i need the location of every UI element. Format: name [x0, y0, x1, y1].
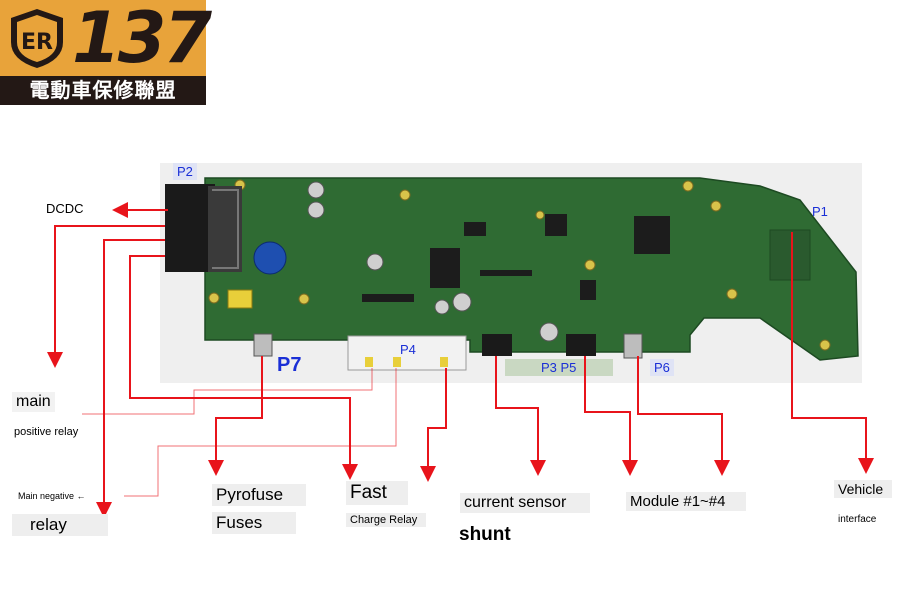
label-vehicle: Vehicle: [834, 480, 892, 498]
p2-connector: [165, 184, 242, 272]
thin-callout-lines: [82, 368, 397, 497]
logo-number: 137: [72, 0, 212, 79]
logo-emblem: ER: [11, 9, 63, 68]
label-fast: Fast: [346, 481, 408, 505]
p1-connector: [769, 229, 811, 281]
arrow-p4-fast: [420, 368, 447, 482]
connector-label-p7: P7: [277, 354, 302, 376]
p5-connector: [566, 334, 596, 356]
label-relay: relay: [12, 514, 108, 536]
arrows: [47, 202, 874, 518]
label-fuses: Fuses: [212, 512, 296, 534]
logo-banner: ER 137: [0, 0, 212, 79]
arrow-p1-vehicle: [791, 232, 874, 474]
logo-subtitle: 電動車保修聯盟: [29, 78, 177, 102]
label-positive-relay: positive relay: [14, 426, 79, 438]
label-main: main: [12, 392, 55, 412]
transformer: [227, 289, 253, 309]
arrow-p5-module: [584, 356, 638, 476]
p7-connector: [253, 333, 273, 357]
ic-chips: [362, 214, 670, 302]
arrow-p6-module: [637, 356, 730, 476]
pcb-board: [204, 177, 859, 361]
label-shunt: shunt: [459, 524, 511, 545]
arrow-main-positive: [47, 225, 165, 368]
label-charge-relay: Charge Relay: [346, 513, 426, 527]
connector-label-p6: P6: [650, 359, 674, 376]
label-current-sensor: current sensor: [460, 493, 590, 513]
label-main-negative: Main negative ←: [18, 491, 86, 501]
p6-connector: [623, 333, 643, 359]
label-pyrofuse: Pyrofuse: [212, 484, 306, 506]
connector-label-p1: P1: [812, 204, 828, 219]
p4-connector: [347, 335, 467, 371]
connector-label-p2: P2: [173, 163, 197, 180]
capacitors: [253, 181, 559, 342]
connector-label-p3p5: P3 P5: [541, 360, 577, 375]
mounting-holes: [208, 179, 831, 351]
label-dcdc: DCDC: [46, 201, 84, 216]
label-module: Module #1~#4: [626, 492, 746, 511]
arrow-main-negative-relay: [96, 239, 165, 518]
svg-text:ER: ER: [21, 30, 53, 55]
arrow-pyrofuse-wire: [129, 255, 358, 480]
label-interface: interface: [838, 514, 877, 525]
arrow-p3-current: [495, 356, 546, 476]
logo: ER 137 電動車保修聯盟: [0, 0, 212, 105]
connector-label-p4: P4: [400, 342, 416, 357]
p3-connector: [482, 334, 512, 356]
arrow-p7-pyrofuse: [208, 356, 263, 476]
